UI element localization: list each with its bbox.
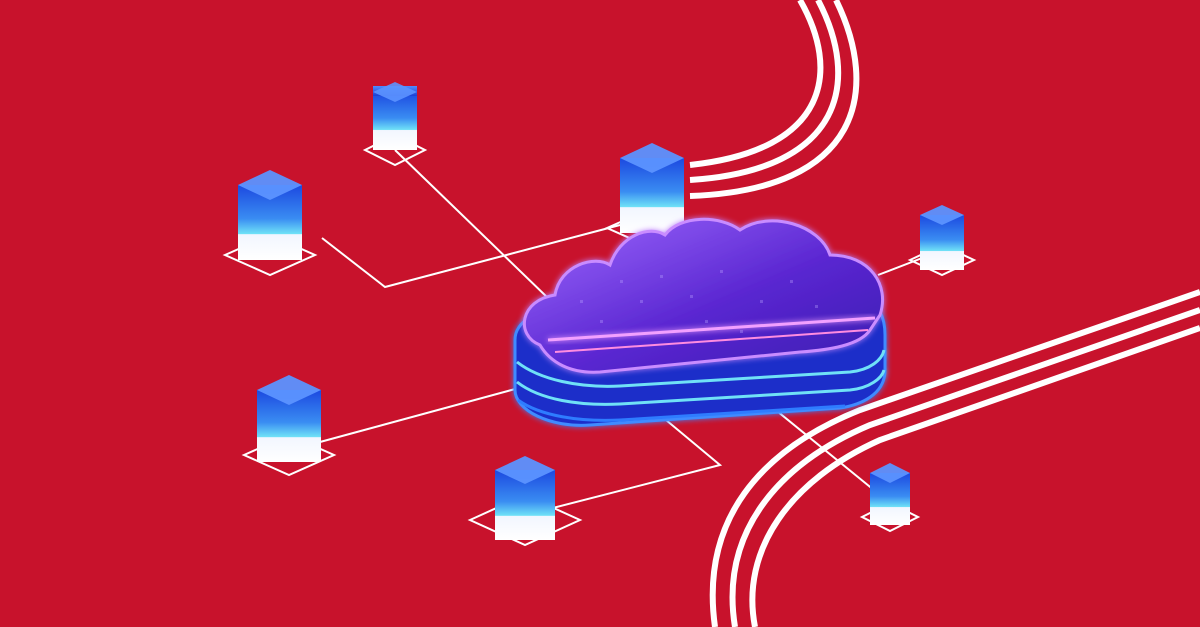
server-cube-2 — [222, 170, 318, 277]
server-cube-6 — [467, 456, 583, 547]
server-cube-7 — [859, 463, 921, 533]
track-lines-top — [689, 0, 860, 199]
cloud-icon — [513, 217, 887, 427]
server-cube-3 — [604, 143, 700, 250]
server-cube-5 — [241, 375, 337, 477]
server-cube-4 — [907, 205, 977, 277]
server-cube-1 — [362, 82, 428, 167]
track-lines-bottom — [709, 289, 1200, 627]
